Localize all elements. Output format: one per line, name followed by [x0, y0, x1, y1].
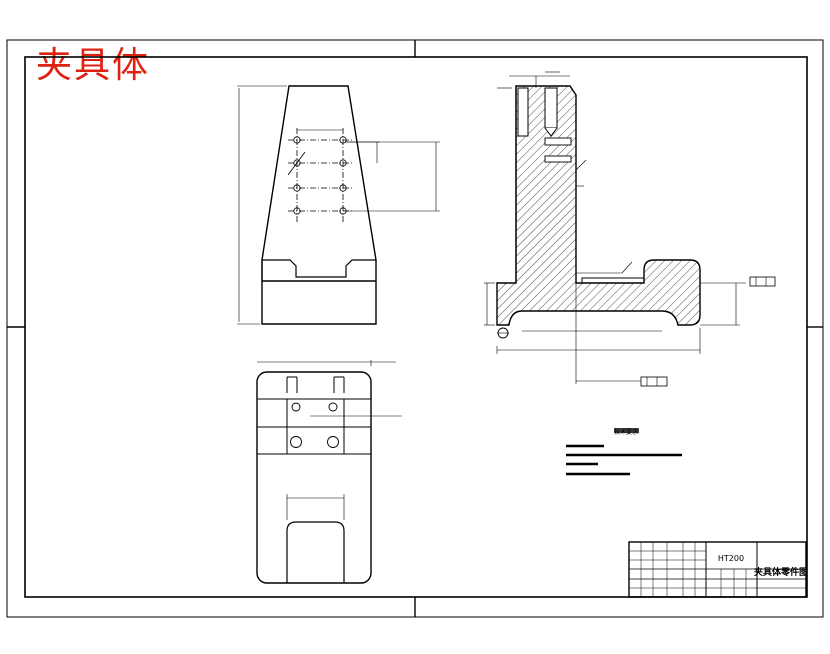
inner-frame — [24, 56, 808, 598]
notes-heading: 技术要求 — [614, 428, 638, 436]
drawing-title-overlay: 夹具体 — [36, 45, 151, 86]
technical-notes — [566, 428, 682, 476]
top-view — [256, 360, 402, 584]
drawing-code: HT200 — [718, 554, 744, 563]
part-name: 夹具体零件图 — [754, 566, 808, 578]
front-view — [237, 85, 440, 325]
title-block — [628, 541, 807, 598]
side-section-view — [484, 71, 776, 387]
outer-frame — [6, 39, 824, 618]
